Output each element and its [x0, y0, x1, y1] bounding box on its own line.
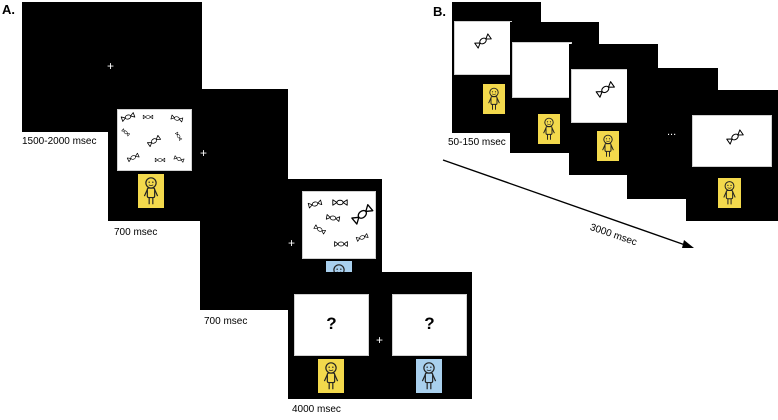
ellipsis: ...	[667, 126, 677, 138]
question-mark: ?	[326, 314, 337, 333]
yellow-figure-card	[718, 178, 741, 208]
candy-array-box	[117, 109, 192, 171]
question-mark: ?	[424, 314, 435, 333]
frame-stimulus-box	[454, 21, 512, 75]
duration-label-probe: 700 msec	[204, 316, 248, 327]
yellow-figure-card	[138, 174, 164, 208]
yellow-figure-card	[538, 114, 560, 144]
candy-probe-box	[302, 191, 376, 259]
panel-a-array-screen: +	[108, 89, 288, 221]
response-box-right: ?	[392, 294, 467, 356]
frame-stimulus-box	[692, 115, 772, 167]
duration-label-frame: 50-150 msec	[448, 137, 506, 148]
response-box-left: ?	[294, 294, 369, 356]
fixation-cross: +	[107, 59, 115, 73]
frame-stimulus-box	[512, 42, 572, 98]
panel-a-label: A.	[2, 2, 15, 17]
frame-stimulus-box	[571, 69, 633, 123]
panel-b-frame-2	[510, 22, 599, 153]
duration-label-fixation: 1500-2000 msec	[22, 136, 97, 147]
duration-label-array: 700 msec	[114, 227, 158, 238]
yellow-figure-card	[483, 84, 505, 114]
panel-b-frame-3	[569, 44, 658, 175]
fixation-cross: +	[376, 333, 384, 347]
duration-label-response: 4000 msec	[292, 404, 341, 415]
panel-b-label: B.	[433, 4, 446, 19]
blue-figure-card	[326, 261, 352, 273]
blue-figure-card	[416, 359, 442, 393]
panel-a-response-screen: ? ? +	[288, 272, 472, 399]
yellow-figure-card	[318, 359, 344, 393]
fixation-cross: +	[200, 146, 208, 160]
fixation-cross: +	[288, 236, 296, 250]
panel-b-frame-5	[686, 90, 778, 221]
yellow-figure-card	[597, 131, 619, 161]
